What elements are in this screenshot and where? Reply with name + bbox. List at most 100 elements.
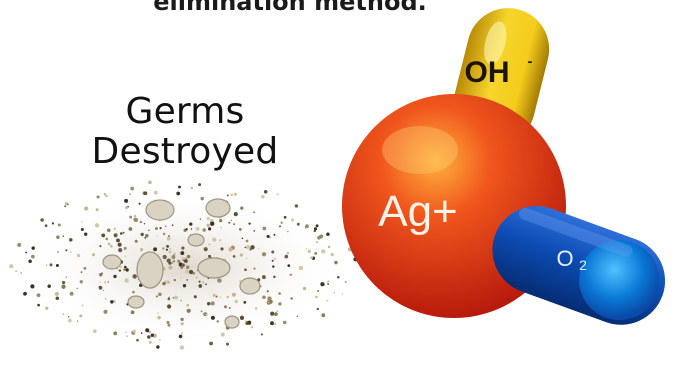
debris-speck <box>181 263 185 267</box>
debris-speck <box>129 215 133 219</box>
debris-speck <box>155 295 158 298</box>
debris-speck <box>189 222 193 226</box>
debris-speck <box>47 284 51 288</box>
debris-speck <box>118 269 122 272</box>
debris-speck <box>154 226 159 231</box>
debris-speck <box>25 251 28 254</box>
debris-speck <box>234 299 238 304</box>
debris-speck <box>132 290 135 294</box>
debris-speck <box>210 315 215 320</box>
debris-speck <box>270 312 272 315</box>
debris-speck <box>224 305 227 309</box>
debris-speck <box>257 247 260 250</box>
debris-speck <box>289 273 293 277</box>
debris-speck <box>180 317 184 322</box>
debris-speck <box>84 206 89 211</box>
debris-speck <box>283 215 287 219</box>
debris-speck <box>118 247 123 253</box>
debris-speck <box>269 236 271 239</box>
debris-speck <box>266 290 269 293</box>
debris-speck <box>57 223 61 227</box>
debris-speck <box>239 315 245 320</box>
debris-speck <box>345 281 347 283</box>
debris-speck <box>228 221 231 224</box>
germ-fragment <box>127 295 145 309</box>
hydroxide-text: OH <box>465 56 510 89</box>
debris-speck <box>219 218 223 223</box>
debris-speck <box>286 251 290 255</box>
debris-speck <box>76 287 78 290</box>
debris-speck <box>192 271 196 275</box>
debris-speck <box>110 300 114 304</box>
debris-speck <box>261 275 266 280</box>
debris-speck <box>267 301 270 304</box>
debris-speck <box>165 225 167 227</box>
germ-fragment <box>136 251 164 289</box>
debris-speck <box>317 290 320 292</box>
debris-speck <box>158 292 162 297</box>
debris-speck <box>140 232 144 237</box>
debris-speck <box>254 307 258 310</box>
debris-speck <box>166 320 170 325</box>
debris-speck <box>20 272 22 274</box>
debris-speck <box>321 249 326 254</box>
debris-speck <box>219 296 222 299</box>
debris-speck <box>270 311 275 316</box>
debris-speck <box>55 296 60 300</box>
debris-speck <box>36 293 41 298</box>
debris-speck <box>232 255 236 258</box>
debris-speck <box>157 312 159 315</box>
debris-speck <box>136 338 139 342</box>
debris-speck <box>167 304 172 309</box>
debris-speck <box>132 274 137 279</box>
debris-speck <box>270 321 274 326</box>
debris-speck <box>54 291 59 296</box>
debris-speck <box>162 247 165 250</box>
debris-speck <box>177 259 181 264</box>
debris-speck <box>195 276 198 279</box>
debris-speck <box>101 272 103 275</box>
debris-speck <box>304 227 307 229</box>
debris-speck <box>326 299 329 302</box>
debris-speck <box>129 193 131 195</box>
oxygen-label: O 2 <box>556 246 587 273</box>
debris-speck <box>253 211 256 214</box>
debris-speck <box>334 260 338 265</box>
debris-speck <box>186 308 191 313</box>
debris-speck <box>28 259 32 264</box>
debris-speck <box>159 227 162 230</box>
germ-fragment <box>224 315 240 329</box>
debris-speck <box>107 281 109 283</box>
debris-speck <box>228 247 233 252</box>
debris-speck <box>107 228 111 233</box>
debris-speck <box>219 239 222 242</box>
debris-speck <box>190 186 194 190</box>
debris-speck <box>31 246 35 250</box>
debris-speck <box>217 278 222 283</box>
debris-speck <box>180 299 182 302</box>
debris-speck <box>62 313 65 316</box>
debris-speck <box>314 252 318 255</box>
debris-speck <box>153 190 158 195</box>
debris-speck <box>245 239 249 243</box>
debris-speck <box>183 259 188 263</box>
debris-speck <box>125 331 127 334</box>
debris-speck <box>147 335 151 339</box>
debris-speck <box>134 239 138 243</box>
debris-speck <box>80 228 84 231</box>
debris-speck <box>51 222 54 225</box>
debris-speck <box>243 301 247 304</box>
debris-speck <box>169 248 172 250</box>
debris-speck <box>208 254 211 258</box>
debris-speck <box>79 280 83 284</box>
debris-speck <box>61 280 66 285</box>
debris-speck <box>186 254 191 259</box>
debris-speck <box>113 274 117 279</box>
debris-speck <box>193 295 197 299</box>
debris-speck <box>198 183 202 187</box>
debris-speck <box>133 217 139 223</box>
debris-speck <box>79 314 83 318</box>
debris-speck <box>95 208 99 212</box>
debris-speck <box>212 237 217 242</box>
debris-speck <box>310 256 314 259</box>
